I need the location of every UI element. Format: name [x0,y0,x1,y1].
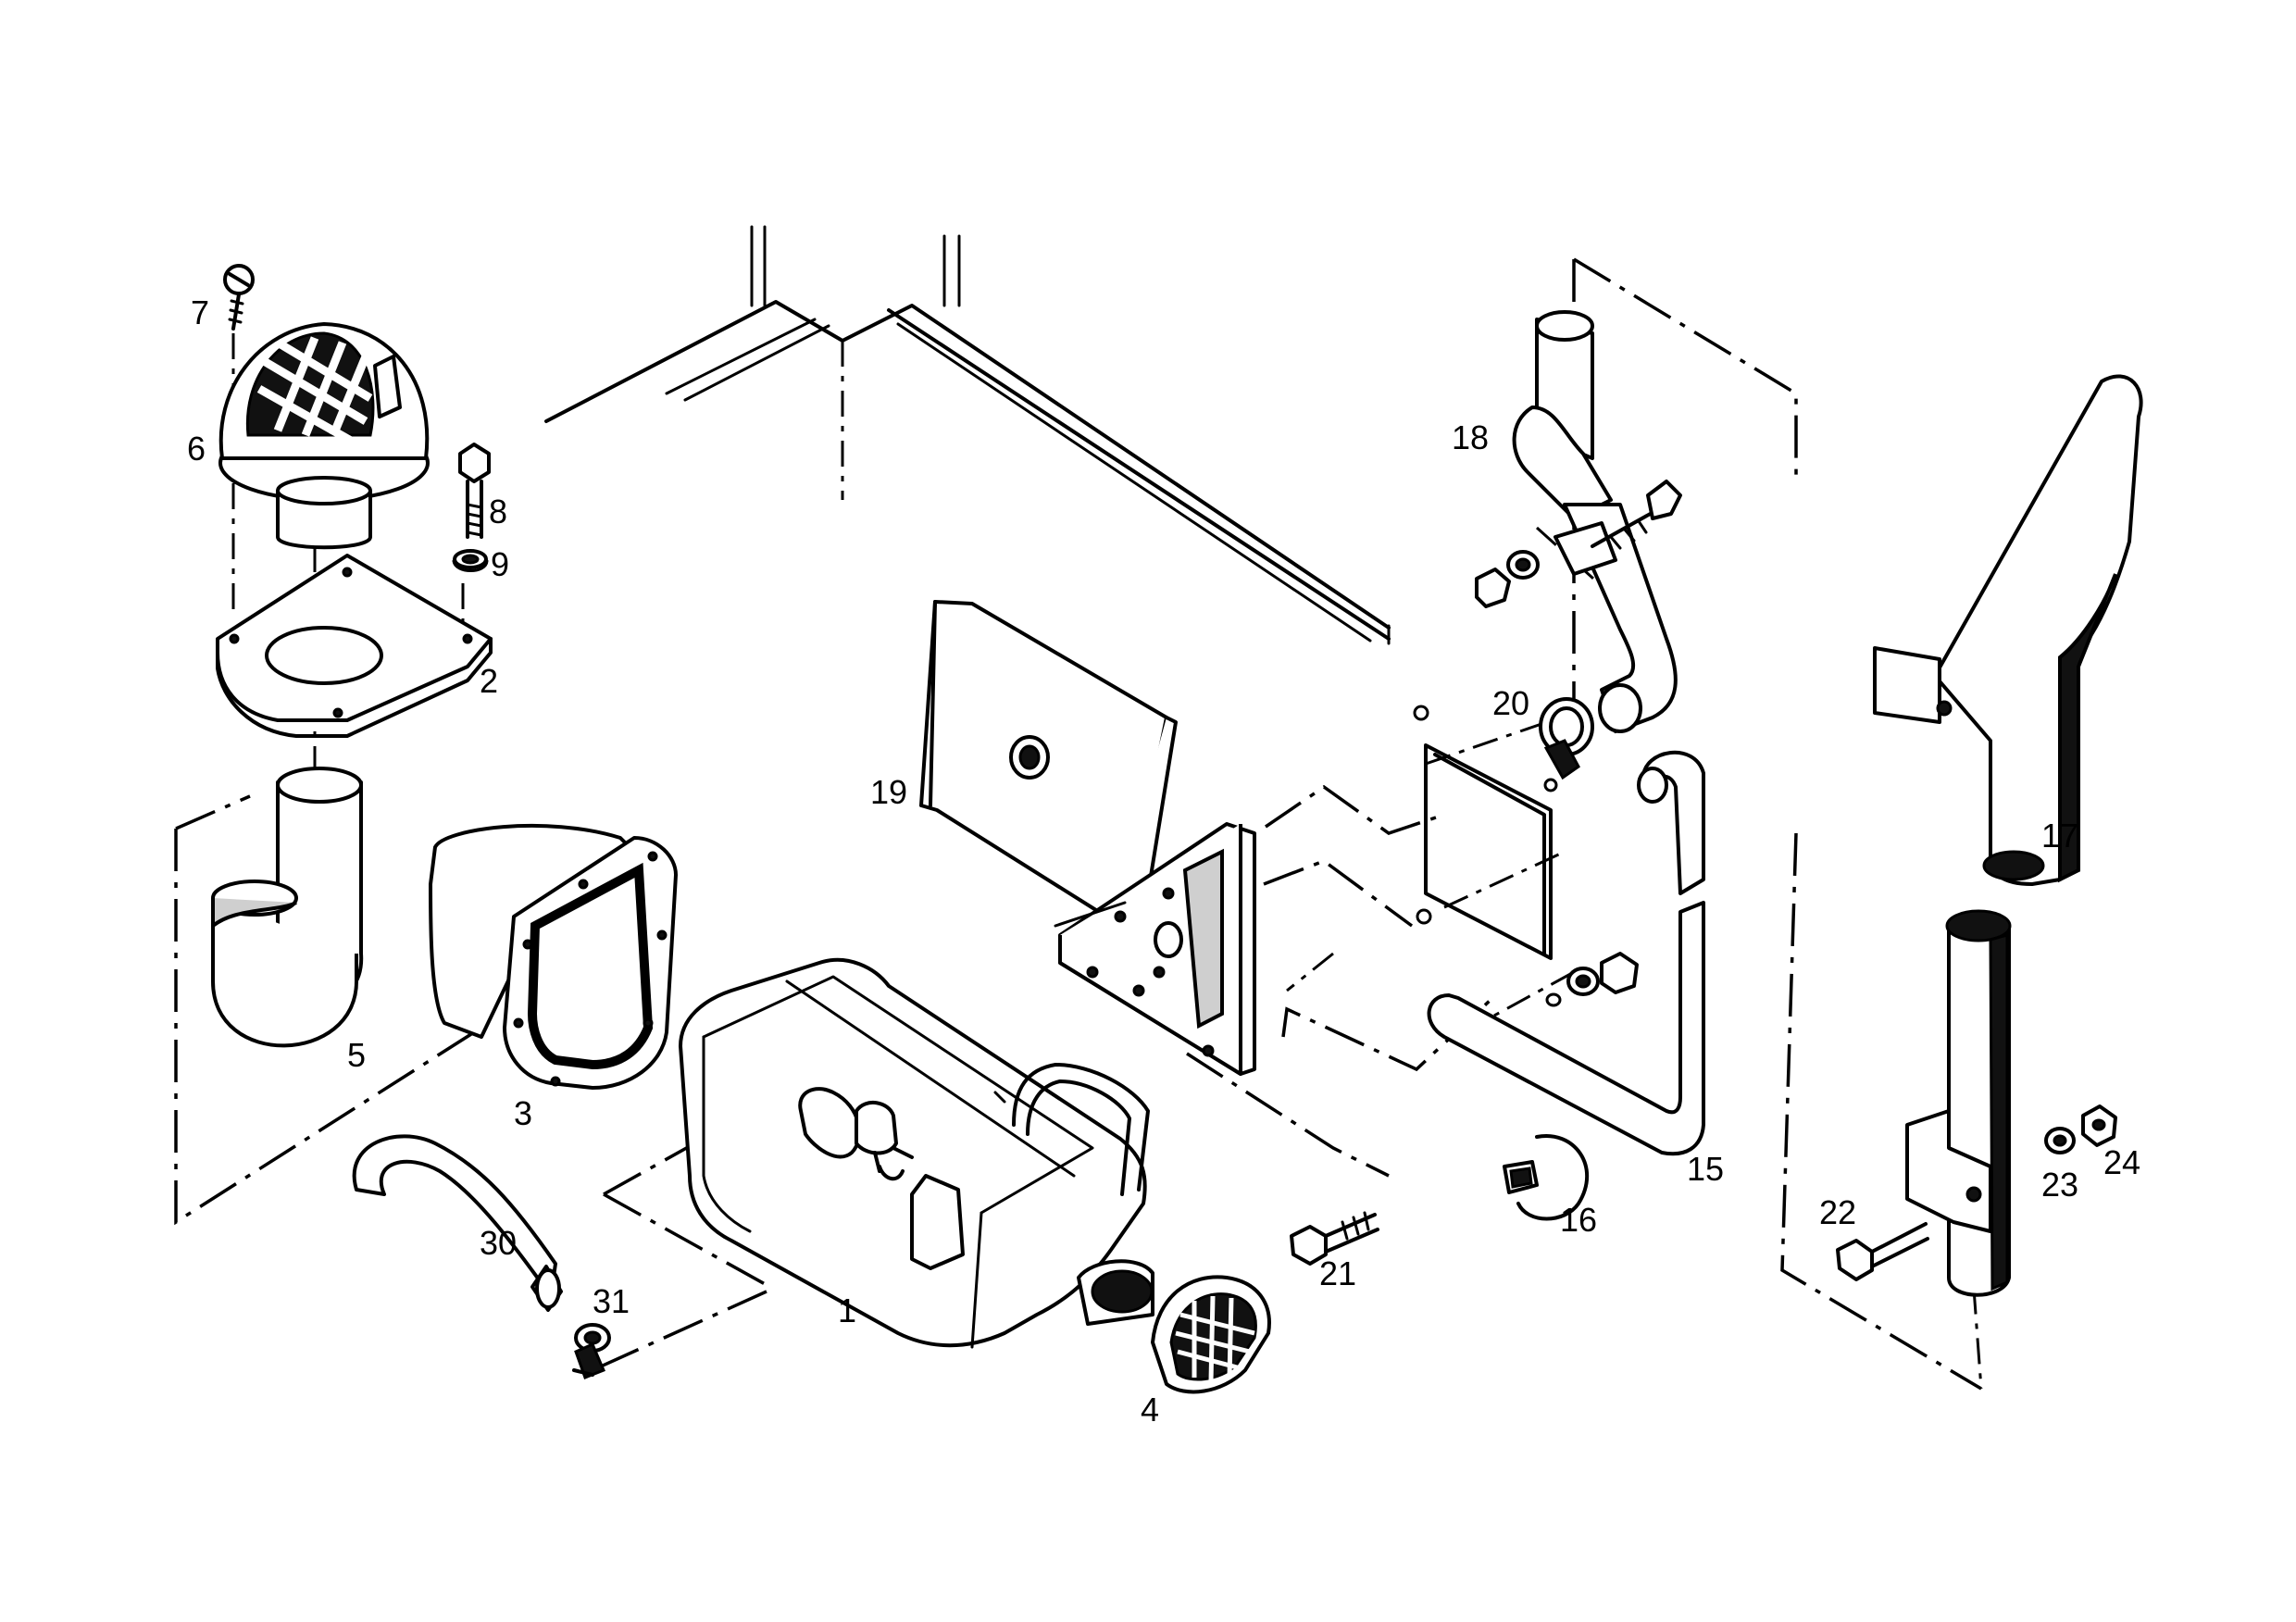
leader-lines [993,901,1127,1104]
part-2-mounting-plate [216,554,493,738]
label-part-19: 19 [870,773,907,811]
part-16-clip [1503,1133,1590,1221]
label-part-31: 31 [593,1282,630,1320]
gasket-plate [1413,705,1558,960]
label-part-20: 20 [1492,684,1529,722]
part-9-washer [452,549,489,572]
label-part-21: 21 [1319,1254,1356,1292]
label-part-4: 4 [1141,1391,1159,1429]
part-22-bolt [1836,1222,1929,1281]
part-6-deck-vent [218,322,430,550]
part-4-grille-cover [1151,1275,1271,1394]
label-part-24: 24 [2103,1143,2140,1181]
label-part-22: 22 [1819,1193,1856,1231]
part-1-heater-unit [679,957,1154,1349]
part-19-mounting-panel [919,600,1256,1076]
label-part-9: 9 [491,545,509,583]
part-3-air-funnel [429,823,678,1090]
label-part-5: 5 [347,1036,366,1074]
part-15-exhaust-hose [1427,750,1705,1156]
part-24-nut [2081,1104,2117,1147]
part-30-intake-hose [352,1134,563,1312]
label-part-1: 1 [838,1291,856,1329]
label-part-8: 8 [489,493,507,530]
label-part-2: 2 [480,662,498,700]
nut-and-washer-hardware [1545,952,1639,1007]
part-18-exhaust-elbow [1475,310,1682,733]
label-part-17: 17 [2041,817,2078,855]
label-part-23: 23 [2041,1166,2078,1204]
label-part-30: 30 [480,1224,517,1262]
label-part-16: 16 [1560,1201,1597,1239]
part-17-exhaust-pipe-lower [1905,909,2012,1297]
part-31-hose-clip [572,1323,611,1379]
vehicle-structure [544,225,1391,645]
part-17-exhaust-pipe-upper [1873,374,2143,886]
part-21-bolt [1290,1211,1379,1266]
label-part-15: 15 [1687,1150,1724,1188]
part-number-labels: 1 2 3 4 5 6 7 8 9 15 16 17 18 19 20 21 2… [187,293,2140,1429]
part-20-hose-clamp [1539,697,1594,780]
part-7-screw [223,264,255,331]
label-part-18: 18 [1452,418,1489,456]
label-part-7: 7 [191,293,209,331]
part-8-bolt [458,443,491,539]
part-23-washer [2044,1127,2076,1154]
label-part-3: 3 [514,1094,532,1132]
label-part-6: 6 [187,430,206,468]
part-5-u-bend-duct [211,767,364,1048]
